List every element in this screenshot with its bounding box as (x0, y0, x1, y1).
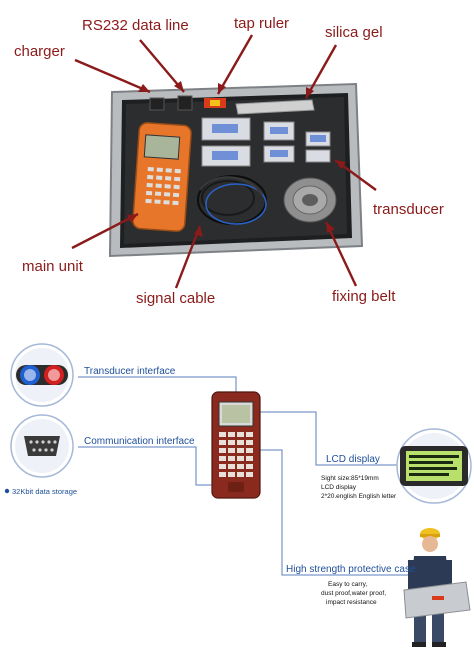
data-storage-label: 32Kbit data storage (12, 487, 78, 496)
fixing-belt-roll (283, 177, 337, 223)
fixing-belt-label: fixing belt (332, 288, 396, 305)
lcd-display-icon (396, 428, 472, 504)
transducer-label: transducer (373, 201, 444, 218)
connector-lines (78, 376, 415, 576)
lcd-spec-display: LCD display (321, 484, 357, 491)
transducer-interface-icon (10, 343, 74, 407)
transducer-interface-label: Transducer interface (84, 366, 176, 377)
rs232-data-line-label: RS232 data line (82, 17, 189, 34)
protective-case-label: High strength protective case (286, 564, 416, 575)
case-spec-carry: Easy to carry, (328, 581, 368, 588)
signal-cable-label: signal cable (136, 290, 216, 307)
charger-label: charger (14, 43, 65, 60)
case-spec-impact: impact resistance (326, 599, 377, 606)
case-spec-proof: dust proof,water proof, (321, 590, 387, 597)
communication-interface-icon (10, 414, 74, 478)
bullet-dot (4, 488, 10, 494)
transducer-blocks (201, 117, 331, 167)
silica-gel-pack (235, 99, 315, 115)
handheld-meter (211, 391, 261, 499)
silica-gel-label: silica gel (325, 24, 383, 41)
kit-illustration (71, 34, 377, 289)
lcd-spec-letters: 2*20.english English letter (321, 493, 397, 500)
worker-carrying-case (403, 528, 471, 647)
charger-and-ruler (149, 95, 226, 111)
main-unit-label: main unit (22, 258, 83, 275)
callout-arrows (71, 34, 377, 289)
main-unit-device (132, 122, 192, 232)
interface-diagram (4, 343, 472, 647)
lcd-display-label: LCD display (326, 454, 380, 465)
tap-ruler-label: tap ruler (234, 15, 290, 32)
signal-cable-coil (197, 175, 267, 225)
lcd-spec-sight-size: Sight size:85*19mm (321, 475, 379, 482)
communication-interface-label: Communication interface (84, 436, 195, 447)
